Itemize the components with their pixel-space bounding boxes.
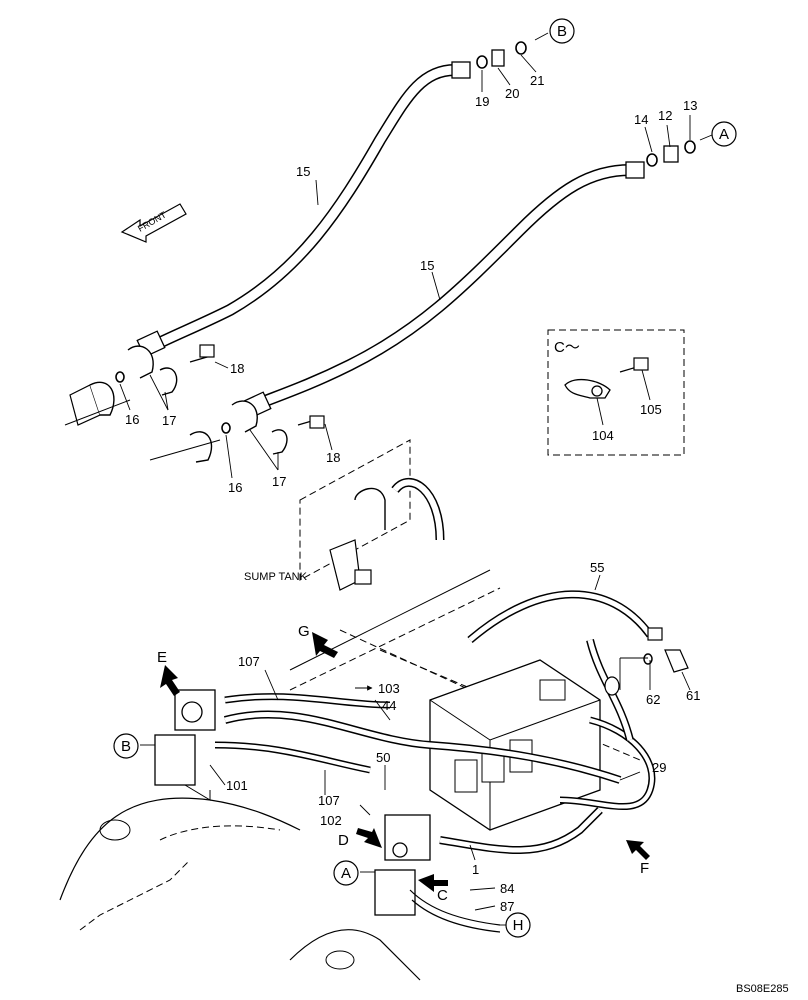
callout-20: 20 <box>505 86 519 101</box>
callout-61: 61 <box>686 688 700 703</box>
fitting-group-a <box>646 140 696 167</box>
callout-16-lower: 16 <box>228 480 242 495</box>
view-arrows <box>160 632 650 892</box>
callout-101: 101 <box>226 778 248 793</box>
view-arrow-d-shape <box>356 828 382 848</box>
callout-17-lower: 17 <box>272 474 286 489</box>
callout-17-upper: 17 <box>162 413 176 428</box>
fitting-group-b <box>476 41 527 69</box>
circle-ref-h: H <box>505 912 531 938</box>
drawing-code: BS08E285 <box>736 983 789 995</box>
leader-lines <box>119 32 713 926</box>
callout-44: 44 <box>382 698 396 713</box>
callout-102: 102 <box>320 813 342 828</box>
callout-29: 29 <box>652 760 666 775</box>
svg-text:A: A <box>341 865 351 882</box>
callout-62: 62 <box>646 692 660 707</box>
svg-text:H: H <box>513 917 524 934</box>
view-arrow-g: G <box>298 623 310 640</box>
callout-104: 104 <box>592 428 614 443</box>
callout-55: 55 <box>590 560 604 575</box>
view-arrow-e: E <box>157 649 167 666</box>
hose-55 <box>467 590 663 644</box>
callout-12: 12 <box>658 108 672 123</box>
flange-lower <box>149 400 325 463</box>
svg-text:B: B <box>121 738 131 755</box>
svg-text:A: A <box>719 126 729 143</box>
circle-ref-b-top: B <box>549 18 575 44</box>
view-arrow-e-shape <box>160 665 180 696</box>
callout-15-upper: 15 <box>296 164 310 179</box>
part-callouts: 21 20 19 13 12 14 15 15 18 16 17 18 17 1… <box>125 73 700 914</box>
sump-tank <box>299 439 445 591</box>
lower-hose-15 <box>242 161 645 419</box>
circle-ref-b-left: B <box>113 733 139 759</box>
upper-hose-15 <box>136 61 471 358</box>
svg-text:B: B <box>557 23 567 40</box>
view-arrow-f: F <box>640 860 649 877</box>
callout-18-lower: 18 <box>326 450 340 465</box>
hose-44-107 <box>214 693 656 854</box>
detail-c-box: C～ <box>547 329 685 456</box>
callout-107-lower: 107 <box>318 793 340 808</box>
callout-105: 105 <box>640 402 662 417</box>
flange-upper <box>64 344 215 426</box>
view-arrow-c: C <box>437 887 448 904</box>
circle-ref-a-bottom: A <box>333 860 359 886</box>
callout-84: 84 <box>500 881 514 896</box>
callout-21: 21 <box>530 73 544 88</box>
circle-ref-a-top: A <box>711 121 737 147</box>
view-arrow-g-shape <box>312 632 338 658</box>
callout-19: 19 <box>475 94 489 109</box>
bottom-valve-unit <box>374 814 501 933</box>
view-arrow-f-shape <box>626 840 650 860</box>
view-arrow-c-shape <box>418 874 448 892</box>
view-arrow-d: D <box>338 832 349 849</box>
pipe-fitting-61 <box>586 639 689 741</box>
callout-103: 103 <box>378 681 400 696</box>
callout-1: 1 <box>472 862 479 877</box>
sump-tank-label: SUMP TANK <box>244 571 308 583</box>
control-valve <box>429 659 601 831</box>
callout-13: 13 <box>683 98 697 113</box>
callout-15-lower: 15 <box>420 258 434 273</box>
detail-c-title: C～ <box>554 339 580 356</box>
callout-87: 87 <box>500 899 514 914</box>
callout-50: 50 <box>376 750 390 765</box>
callout-14: 14 <box>634 112 648 127</box>
left-valve-unit <box>154 689 216 801</box>
callout-107-upper: 107 <box>238 654 260 669</box>
callout-16-upper: 16 <box>125 412 139 427</box>
callout-18-upper: 18 <box>230 361 244 376</box>
front-arrow: FRONT <box>120 203 187 243</box>
